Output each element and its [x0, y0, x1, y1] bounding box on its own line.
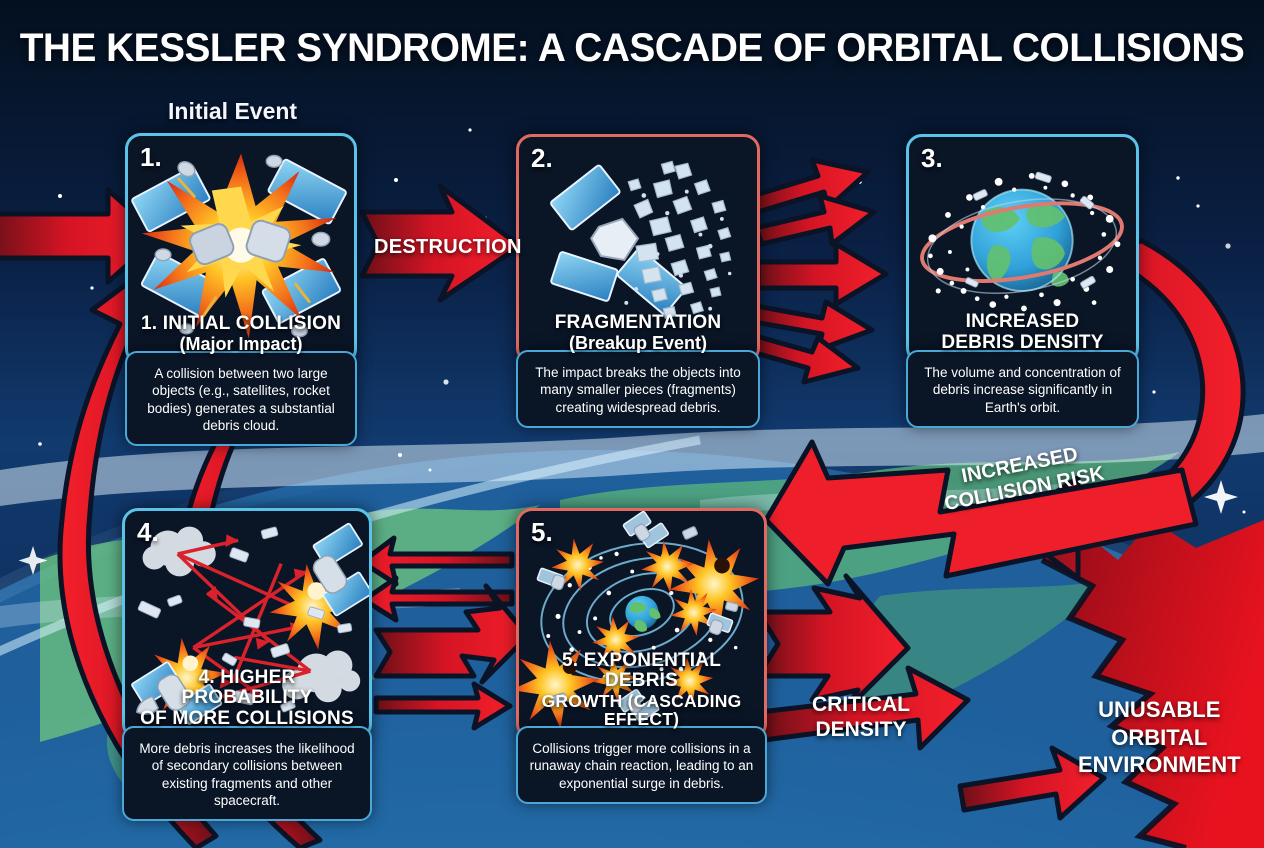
art-two-satellites-exploding: [131, 153, 347, 339]
label-critical-density: CRITICAL DENSITY: [812, 693, 910, 742]
card-2-title: FRAGMENTATION (Breakup Event): [554, 312, 722, 353]
art-earth-debris-ring: [920, 171, 1124, 312]
card-4-visual: 4.: [122, 508, 372, 740]
card-fragmentation[interactable]: 2.: [516, 134, 760, 428]
card-2-visual: 2.: [516, 134, 760, 364]
card-4-description: More debris increases the likelihood of …: [122, 726, 372, 822]
arrow-fan-4: [751, 299, 875, 353]
arrow-fan-1: [749, 157, 871, 215]
art-satellite-shattering: [550, 160, 732, 320]
arrow-destruction: [359, 183, 523, 303]
arrow-fan-2: [753, 193, 877, 247]
card-1-visual: 1.: [125, 133, 357, 365]
art-spiral-orbits-explosions: [519, 511, 759, 729]
label-destruction: DESTRUCTION: [374, 236, 522, 258]
card-4-title: 4. HIGHER PROBABILITY OF MORE COLLISIONS: [140, 667, 354, 729]
arrow-fan-3: [755, 241, 889, 307]
arrow-critical-small: [757, 665, 971, 751]
card-5-description: Collisions trigger more collisions in a …: [516, 726, 767, 804]
card-5-visual: 5.: [516, 508, 767, 740]
arrow-5to4-b: [361, 575, 515, 623]
card-higher-probability[interactable]: 4.: [122, 508, 372, 822]
initial-event-label: Initial Event: [168, 98, 298, 124]
card-5-number: 5.: [531, 517, 553, 547]
card-1-number: 1.: [140, 142, 162, 172]
arrow-4to5-small: [373, 681, 513, 731]
card-4-number: 4.: [137, 517, 159, 547]
arrow-into-danger: [957, 745, 1107, 821]
card-increased-debris-density[interactable]: 3.: [906, 134, 1139, 428]
card-exponential-debris-growth[interactable]: 5.: [516, 508, 767, 804]
card-1-description: A collision between two large objects (e…: [125, 351, 357, 447]
unusable-environment-zone: [1040, 520, 1264, 848]
label-unusable-orbital-environment: UNUSABLE ORBITAL ENVIRONMENT: [1078, 697, 1241, 777]
arrow-group: [0, 157, 1246, 848]
card-initial-collision[interactable]: 1.: [125, 133, 357, 447]
art-collision-vectors: [131, 522, 369, 725]
card-3-title: INCREASED DEBRIS DENSITY: [941, 311, 1104, 353]
card-3-visual: 3.: [906, 134, 1139, 364]
card-3-number: 3.: [921, 143, 943, 173]
card-1-title: 1. INITIAL COLLISION (Major Impact): [141, 313, 341, 354]
arrow-collision-risk-banner: [763, 439, 1199, 587]
arrow-4to5-big: [373, 583, 531, 685]
card-3-description: The volume and concentration of debris i…: [906, 350, 1139, 428]
card-2-number: 2.: [531, 143, 553, 173]
card-2-description: The impact breaks the objects into many …: [516, 350, 760, 428]
page-title: THE KESSLER SYNDROME: A CASCADE OF ORBIT…: [19, 26, 1245, 70]
card-5-title: 5. EXPONENTIAL DEBRIS GROWTH (CASCADING …: [541, 649, 742, 730]
arrow-fan-5: [749, 333, 861, 385]
arrow-5to4-a: [359, 535, 515, 587]
